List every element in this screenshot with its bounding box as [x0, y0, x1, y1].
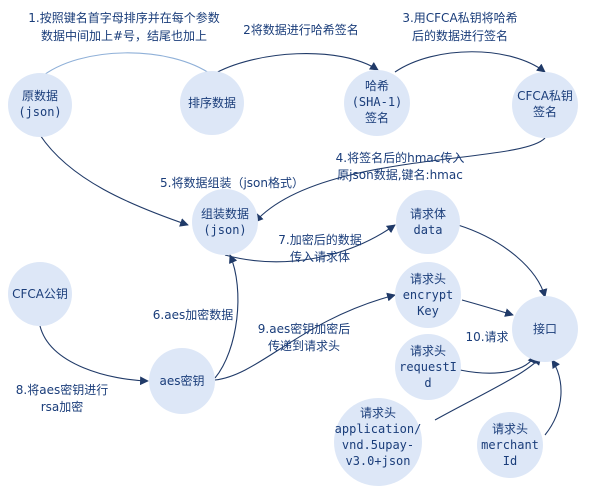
edge-label-step9-line2: 传递到请求头 — [268, 338, 340, 353]
node-encrypt-key-line2: encrypt — [403, 288, 454, 302]
edges — [39, 51, 562, 436]
edge-cfca-private-to-assembled — [254, 137, 546, 223]
node-request-id-line3: d — [424, 376, 431, 390]
edge-label-step7-line2: 传入请求体 — [290, 249, 350, 264]
node-hash-line1: 哈希 — [365, 78, 389, 93]
edge-label-step10-line1: 10.请求 — [465, 330, 508, 344]
edge-label-step8-line2: rsa加密 — [41, 399, 84, 414]
node-cfca-public-key-line1: CFCA公钥 — [12, 287, 68, 301]
node-request-body: 请求体 data — [396, 190, 460, 254]
edge-public-to-aes — [39, 325, 149, 386]
edge-raw-to-assembled — [39, 134, 189, 227]
edge-label-step4-line1: 4.将签名后的hmac传入 — [336, 150, 465, 165]
node-request-body-line1: 请求体 — [410, 207, 446, 221]
edge-label-step6-line1: 6.aes加密数据 — [153, 307, 233, 322]
node-sorted-data: 排序数据 — [180, 71, 244, 135]
edge-sorted-to-hash — [211, 53, 379, 76]
node-cfca-private-key-line2: 签名 — [533, 104, 557, 119]
node-cfca-public-key: CFCA公钥 — [8, 262, 72, 326]
edge-label-step2-line1: 2将数据进行哈希签名 — [243, 22, 359, 37]
edge-hash-to-cfca-private — [394, 51, 546, 73]
edge-label-step8-line1: 8.将aes密钥进行 — [16, 382, 108, 397]
node-request-id-line1: 请求头 — [410, 344, 446, 358]
edge-label-step3-line1: 3.用CFCA私钥将哈希 — [402, 10, 517, 25]
node-content-type-line1: 请求头 — [360, 406, 396, 420]
node-aes-key-line1: aes密钥 — [160, 373, 205, 388]
edge-label-step4-line2: 原json数据,键名:hmac — [337, 167, 463, 182]
edge-label-step1-line1: 1.按照键名首字母排序并在每个参数 — [28, 10, 219, 25]
edge-raw-to-sorted — [39, 52, 213, 79]
node-raw-data-line2: (json) — [18, 105, 61, 119]
node-encrypt-key-line1: 请求头 — [410, 272, 446, 286]
node-content-type: 请求头 application/ vnd.5upay- v3.0+json — [334, 398, 422, 486]
edge-label-step3-line2: 后的数据进行签名 — [412, 28, 508, 43]
edge-aes-to-assembled — [214, 254, 239, 379]
edge-encrypt-to-interface — [461, 299, 514, 317]
node-request-id-line2: requestI — [399, 360, 457, 374]
node-hash-line2: (SHA-1) — [352, 95, 403, 109]
node-assembled-data-line2: (json) — [203, 223, 246, 237]
edge-contenttype-to-interface — [434, 356, 542, 421]
node-merchant-id-line1: 请求头 — [492, 422, 528, 436]
edge-assembled-to-body — [224, 224, 396, 263]
node-merchant-id: 请求头 merchant Id — [477, 412, 543, 478]
edge-labels: 1.按照键名首字母排序并在每个参数 数据中间加上#号，结尾也加上 2将数据进行哈… — [16, 10, 518, 414]
node-content-type-line3: vnd.5upay- — [342, 438, 414, 452]
edge-label-step9-line1: 9.aes密钥加密后 — [258, 321, 350, 336]
node-merchant-id-line2: merchant — [481, 438, 539, 452]
node-content-type-line2: application/ — [335, 422, 422, 436]
edge-label-step7-line1: 7.加密后的数据 — [278, 232, 361, 247]
node-interface: 接口 — [512, 296, 578, 362]
node-encrypt-key: 请求头 encrypt Key — [395, 262, 461, 328]
node-merchant-id-line3: Id — [503, 454, 517, 468]
edge-label-step5-line1: 5.将数据组装（json格式） — [160, 175, 304, 190]
edge-body-to-interface — [457, 224, 548, 298]
node-hash-line3: 签名 — [365, 110, 389, 125]
node-request-body-line2: data — [414, 223, 443, 237]
node-cfca-private-key-line1: CFCA私钥 — [517, 89, 573, 103]
node-request-id: 请求头 requestI d — [395, 334, 461, 400]
node-raw-data: 原数据 (json) — [8, 73, 72, 137]
node-hash: 哈希 (SHA-1) 签名 — [344, 70, 410, 136]
node-sorted-data-line1: 排序数据 — [188, 95, 236, 110]
node-interface-line1: 接口 — [533, 321, 557, 336]
node-assembled-data: 组装数据 (json) — [192, 189, 258, 255]
node-assembled-data-line1: 组装数据 — [201, 206, 249, 221]
node-raw-data-line1: 原数据 — [22, 88, 58, 103]
nodes: 原数据 (json) 排序数据 哈希 (SHA-1) 签名 CFCA私钥 签名 … — [8, 70, 578, 486]
edge-merchant-to-interface — [544, 359, 562, 436]
node-content-type-line4: v3.0+json — [345, 454, 410, 468]
edge-aes-to-encrypt — [214, 292, 396, 381]
node-encrypt-key-line3: Key — [417, 304, 439, 318]
node-aes-key: aes密钥 — [149, 348, 215, 414]
node-cfca-private-key: CFCA私钥 签名 — [512, 72, 578, 138]
edge-label-step1-line2: 数据中间加上#号，结尾也加上 — [41, 28, 207, 43]
